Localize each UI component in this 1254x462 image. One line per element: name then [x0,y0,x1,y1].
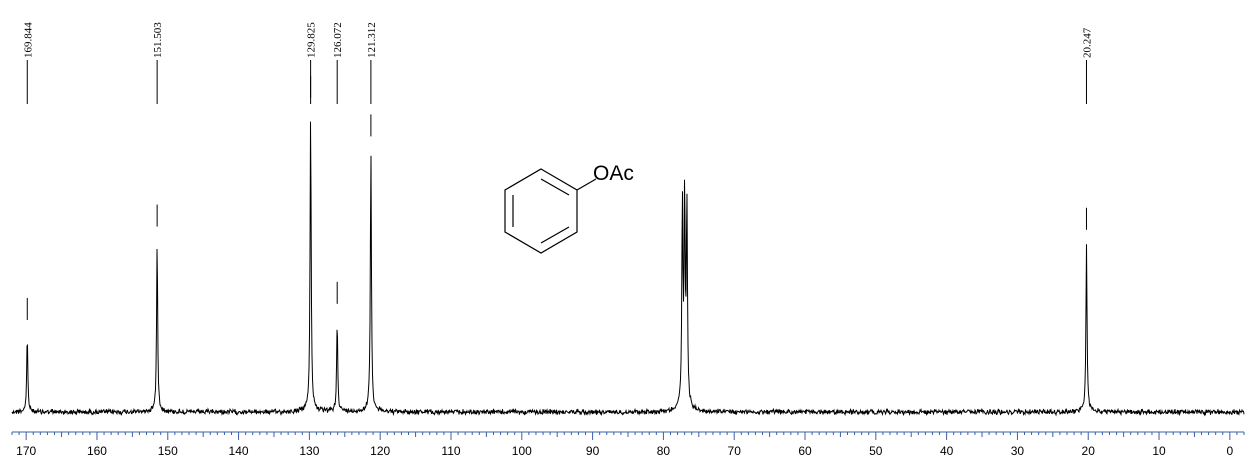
x-axis-tick-label: 160 [87,444,107,458]
peak-markers [26,75,1087,320]
x-axis-tick-label: 80 [657,444,671,458]
substituent-label: OAc [593,162,634,185]
benzene-inner-bond [540,226,570,244]
x-axis-tick-label: 70 [728,444,742,458]
peak-label-lines [26,60,1087,104]
x-axis-tick-label: 150 [158,444,178,458]
x-axis-tick-label: 50 [869,444,883,458]
peak-label: 129.825 [306,22,318,58]
x-axis-tick-label: 110 [441,444,460,458]
x-axis-tick-label: 60 [798,444,812,458]
x-axis-tick-label: 10 [1152,444,1166,458]
phenyl-acetate-structure: OAc [504,162,634,254]
peak-labels: 169.844 151.503 129.825 126.072 121.312 20.24… [22,22,1093,58]
x-axis-tick-label: 40 [940,444,954,458]
peak-label: 169.844 [22,22,34,58]
peak-label: 151.503 [152,22,164,58]
spectrum-trace [11,121,1245,417]
x-axis-ticks [11,432,1245,440]
x-axis-tick-label: 100 [512,444,532,458]
peak-label: 126.072 [332,22,344,58]
x-axis-tick-label: 20 [1082,444,1096,458]
x-axis-tick-label: 120 [370,444,390,458]
peak-label: 20.247 [1081,27,1093,58]
benzene-inner-bond [540,178,570,196]
x-axis-tick-label: 0 [1226,444,1233,458]
x-axis-tick-label: 130 [299,444,319,458]
x-axis-tick-label: 140 [229,444,249,458]
peak-label: 121.312 [366,22,378,58]
benzene-ring [504,168,578,254]
x-axis-tick-label: 170 [16,444,36,458]
ester-bond [576,178,597,191]
x-axis-tick-label: 90 [586,444,600,458]
x-axis-tick-label: 30 [1011,444,1025,458]
